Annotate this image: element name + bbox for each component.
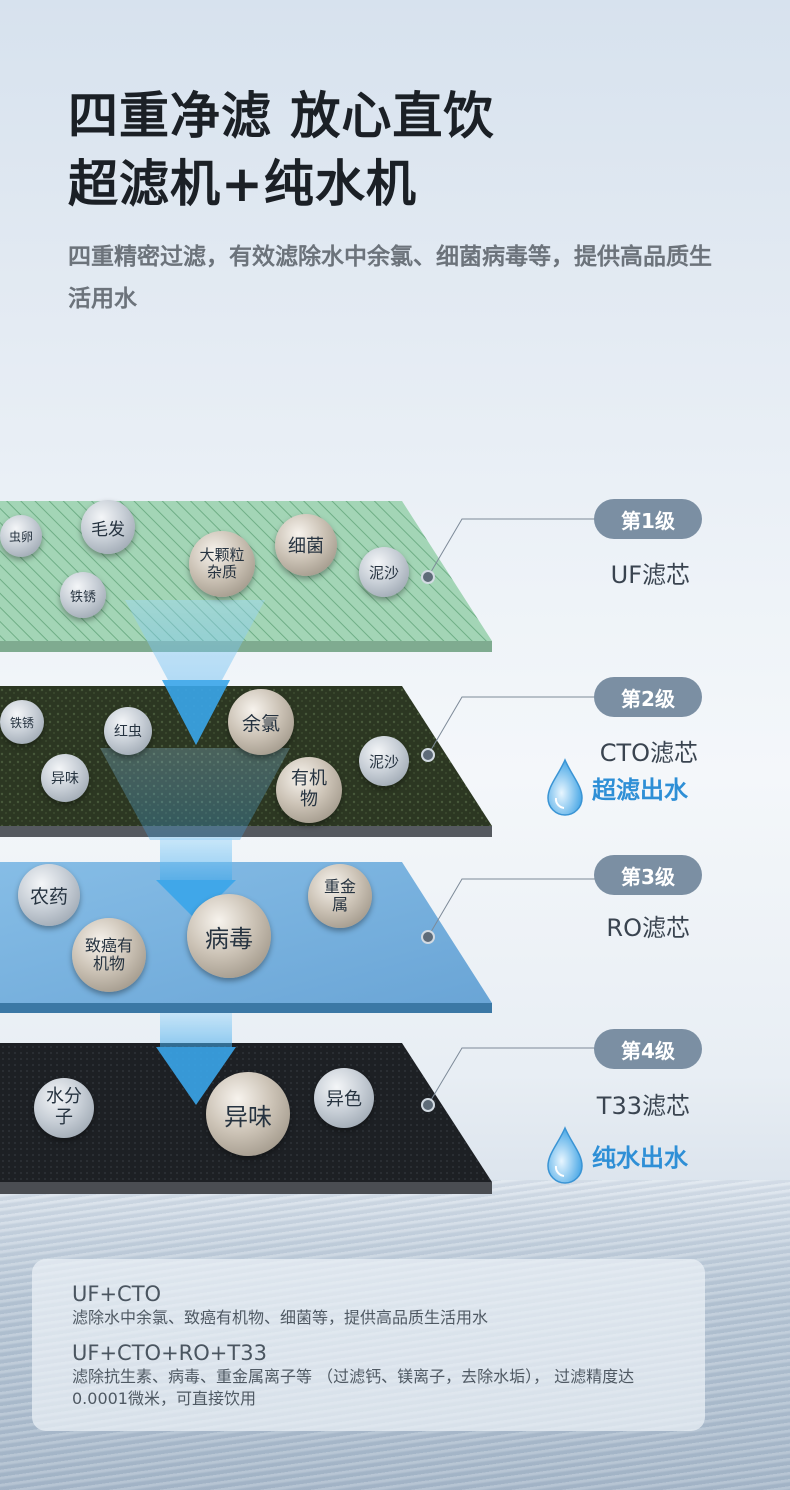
stage-1-name: UF滤芯	[610, 561, 690, 589]
particle-odor-2: 异味	[206, 1072, 290, 1156]
particle-residual-chlorine: 余氯	[228, 689, 294, 755]
stage-4-badge: 第4级	[594, 1029, 702, 1069]
ultrafiltration-output-label: 超滤出水	[592, 775, 688, 804]
water-flow-arrows	[100, 600, 290, 1105]
stage-2-badge: 第2级	[594, 677, 702, 717]
stage-connector-dots	[421, 570, 435, 1112]
stage-3-name: RO滤芯	[606, 914, 690, 942]
particle-rust-2: 铁锈	[0, 700, 44, 744]
combo-1-description: 滤除水中余氯、致癌有机物、细菌等，提供高品质生活用水	[72, 1308, 489, 1327]
particle-worm-eggs: 虫卵	[0, 515, 42, 557]
page-subtitle: 四重精密过滤，有效滤除水中余氯、细菌病毒等，提供高品质生活用水	[68, 244, 712, 312]
particle-carcinogenic-organics: 致癌有机物	[72, 918, 146, 992]
title-line-1: 四重净滤 放心直饮	[68, 87, 495, 145]
particle-hair: 毛发	[81, 500, 135, 554]
stage-3-badge: 第3级	[594, 855, 702, 895]
title-line-2: 超滤机+纯水机	[68, 155, 417, 213]
combination-info-card: UF+CTO 滤除水中余氯、致癌有机物、细菌等，提供高品质生活用水 UF+CTO…	[32, 1259, 705, 1431]
stage-connector-lines	[427, 518, 596, 1106]
particle-sand: 泥沙	[359, 547, 409, 597]
ultrafiltration-output: 超滤出水	[544, 758, 688, 816]
stage-4-name: T33滤芯	[596, 1092, 690, 1120]
water-drop-icon	[547, 758, 583, 816]
particle-heavy-metals: 重金属	[308, 864, 372, 928]
combo-2-description: 滤除抗生素、病毒、重金属离子等 （过滤钙、镁离子，去除水垢）， 过滤精度达0.0…	[72, 1367, 635, 1408]
particle-sand-2: 泥沙	[359, 736, 409, 786]
particle-odor: 异味	[41, 754, 89, 802]
stage-1-badge: 第1级	[594, 499, 702, 539]
water-drop-icon	[547, 1126, 583, 1184]
particle-organic-matter: 有机物	[276, 757, 342, 823]
pure-water-output-label: 纯水出水	[592, 1143, 688, 1172]
particle-virus: 病毒	[187, 894, 271, 978]
particle-water-molecule: 水分子	[34, 1078, 94, 1138]
particle-rust: 铁锈	[60, 572, 106, 618]
page-title: 四重净滤 放心直饮 超滤机+纯水机	[68, 82, 494, 218]
particle-large-impurities: 大颗粒杂质	[189, 531, 255, 597]
particle-pesticide: 农药	[18, 864, 80, 926]
combo-2-title: UF+CTO+RO+T33	[72, 1341, 267, 1365]
combo-1-title: UF+CTO	[72, 1282, 162, 1306]
particle-discoloration: 异色	[314, 1068, 374, 1128]
particle-red-worms: 红虫	[104, 707, 152, 755]
particle-bacteria: 细菌	[275, 514, 337, 576]
pure-water-output: 纯水出水	[544, 1126, 688, 1184]
stage-2-name: CTO滤芯	[599, 739, 698, 767]
